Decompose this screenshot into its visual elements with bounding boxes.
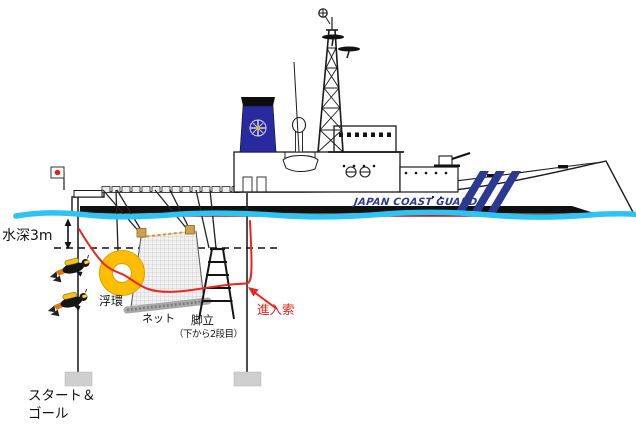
ship-name-label: JAPAN COAST GUARD: [353, 197, 478, 208]
funnel-emblem-icon: [249, 119, 267, 137]
ship-boat: [282, 152, 319, 172]
diver-icon: [49, 254, 90, 283]
entry-rope: [78, 220, 253, 293]
deck-railing: [101, 186, 241, 193]
deck-gun: [434, 152, 471, 167]
life-raft-icons: [345, 166, 371, 178]
net-float-icon: [185, 225, 195, 235]
start-goal-label-line2: ゴール: [28, 406, 69, 423]
ship-mast: [293, 8, 360, 153]
ship-superstructure: [233, 116, 471, 193]
start-goal-label-line1: スタート＆: [28, 388, 96, 404]
water-surface: [13, 209, 636, 220]
stern-step: [73, 190, 103, 198]
depth-arrow: [64, 218, 72, 250]
net-label: ネット: [142, 312, 175, 325]
stepladder: [198, 247, 235, 320]
ladder-label: 脚立: [191, 313, 214, 327]
coast-guard-ship: [50, 8, 636, 217]
stern-flag-icon: [50, 166, 65, 190]
entry-rope-label: 進入索: [257, 302, 295, 317]
diver-icon: [47, 288, 88, 317]
start-goal-label: スタート＆ ゴール: [28, 387, 96, 423]
ladder-note-label: （下から2段目）: [174, 329, 243, 340]
net-float-icon: [136, 228, 147, 238]
training-course: [47, 189, 282, 387]
entry-rope-arrow: [248, 287, 278, 310]
anchor-weight: [233, 371, 262, 387]
guide-ropes: [102, 189, 217, 252]
life-ring-label: 浮環: [99, 294, 124, 308]
water-depth-label: 水深3m: [2, 228, 53, 244]
radar-dome: [291, 116, 307, 153]
anchor-weight: [64, 371, 93, 387]
training-net: [123, 225, 212, 314]
ship-funnel: [239, 97, 277, 153]
jcg-stripes: [455, 171, 521, 213]
